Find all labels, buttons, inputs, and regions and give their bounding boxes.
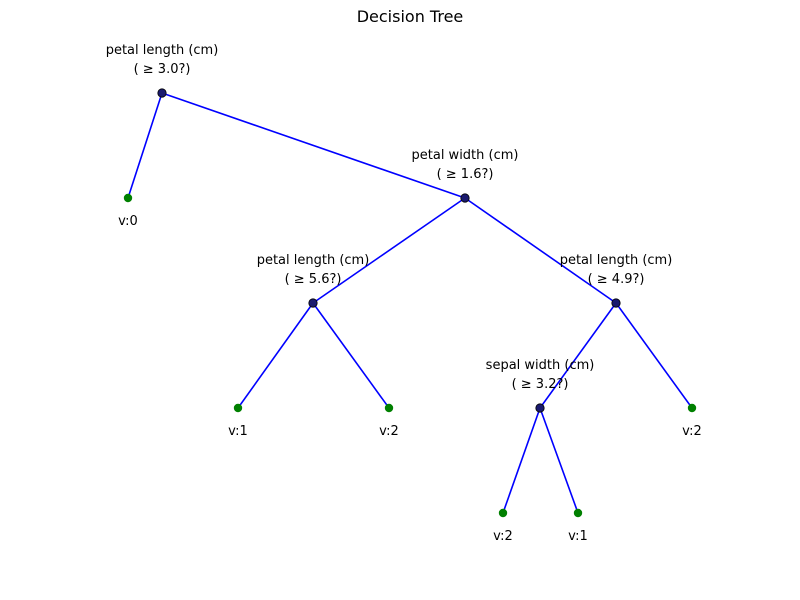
tree-edge	[312, 302, 390, 409]
split-condition-label: ( ≥ 3.0?)	[134, 62, 191, 77]
split-condition-label: ( ≥ 4.9?)	[588, 272, 645, 287]
tree-edge	[237, 302, 314, 409]
split-node-marker	[535, 403, 545, 413]
split-condition-label: ( ≥ 5.6?)	[285, 272, 342, 287]
leaf-value-label: v:2	[379, 424, 399, 439]
tree-edge	[615, 302, 693, 409]
tree-edge	[464, 197, 617, 304]
split-feature-label: sepal width (cm)	[486, 358, 595, 373]
leaf-value-label: v:1	[228, 424, 248, 439]
labels-layer: petal length (cm) ( ≥ 3.0?) v:0 petal width…	[106, 43, 702, 544]
split-node-marker	[308, 298, 318, 308]
tree-edge	[502, 407, 541, 514]
leaf-node-marker	[687, 403, 697, 413]
nodes-layer	[123, 88, 697, 518]
split-feature-label: petal length (cm)	[560, 253, 673, 268]
edges-layer	[127, 92, 693, 514]
tree-edge	[539, 302, 617, 409]
leaf-node-marker	[498, 508, 508, 518]
tree-edge	[539, 407, 579, 514]
split-feature-label: petal width (cm)	[412, 148, 519, 163]
split-node-marker	[460, 193, 470, 203]
split-condition-label: ( ≥ 3.2?)	[512, 377, 569, 392]
split-node-marker	[611, 298, 621, 308]
leaf-value-label: v:1	[568, 529, 588, 544]
leaf-value-label: v:2	[493, 529, 513, 544]
split-condition-label: ( ≥ 1.6?)	[437, 167, 494, 182]
figure-title: Decision Tree	[357, 7, 464, 26]
split-feature-label: petal length (cm)	[106, 43, 219, 58]
leaf-node-marker	[384, 403, 394, 413]
leaf-node-marker	[123, 193, 133, 203]
leaf-node-marker	[573, 508, 583, 518]
split-feature-label: petal length (cm)	[257, 253, 370, 268]
leaf-value-label: v:2	[682, 424, 702, 439]
split-node-marker	[157, 88, 167, 98]
leaf-value-label: v:0	[118, 214, 138, 229]
tree-edge	[161, 92, 466, 199]
leaf-node-marker	[233, 403, 243, 413]
tree-edge	[312, 197, 466, 304]
tree-edge	[127, 92, 163, 199]
